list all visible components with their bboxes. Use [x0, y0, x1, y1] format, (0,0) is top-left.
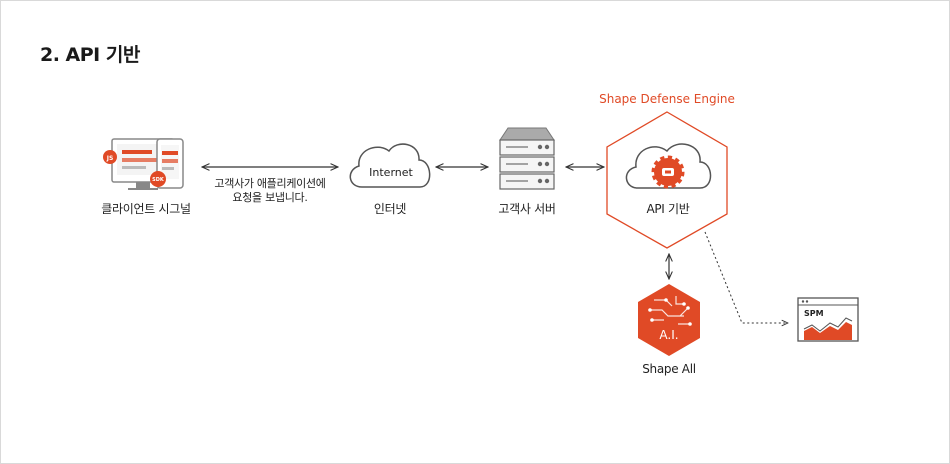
spm-text: SPM — [804, 309, 824, 318]
engine-label: API 기반 — [646, 202, 690, 216]
edge-engine-spm — [704, 231, 788, 323]
ai-chip-text: A.I. — [659, 328, 678, 342]
sdk-badge-text: SDK — [152, 177, 165, 183]
shape-gear-icon — [651, 155, 685, 189]
js-badge-text: JS — [106, 155, 114, 162]
ai-chip-icon — [638, 284, 700, 356]
js-badge-icon — [103, 150, 117, 164]
ai-label: Shape All — [642, 362, 696, 376]
server-icon — [499, 127, 555, 190]
client-device-icon — [103, 138, 184, 190]
engine-title: Shape Defense Engine — [599, 92, 735, 106]
edge-client-internet-label: 고객사가 애플리케이션에 요청을 보냅니다. — [214, 177, 326, 205]
page-title: 2. API 기반 — [40, 44, 140, 66]
sdk-badge-icon — [150, 171, 166, 187]
internet-cloud-text: Internet — [369, 166, 413, 179]
edge-label-line2: 요청을 보냅니다. — [232, 191, 308, 204]
internet-label: 인터넷 — [373, 202, 407, 216]
server-label: 고객사 서버 — [498, 202, 556, 216]
spm-dashboard-icon — [797, 297, 859, 342]
edge-label-line1: 고객사가 애플리케이션에 — [214, 177, 326, 190]
internet-cloud-icon — [349, 143, 431, 188]
client-label: 클라이언트 시그널 — [101, 202, 191, 216]
